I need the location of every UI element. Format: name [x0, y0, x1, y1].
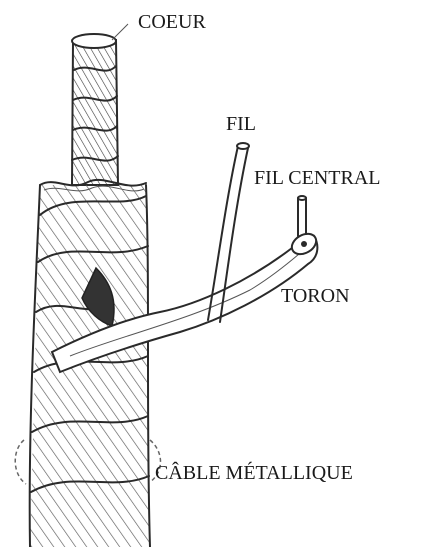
central-wire [298, 196, 306, 236]
wire-rope-body [15, 180, 160, 547]
core-fibre [72, 34, 118, 185]
label-core: COEUR [138, 11, 206, 33]
label-wire: FIL [226, 113, 256, 135]
leader-lines [112, 24, 128, 40]
label-strand: TORON [281, 285, 350, 307]
label-central-wire: FIL CENTRAL [254, 167, 380, 189]
label-wire-rope: CÂBLE MÉTALLIQUE [155, 461, 353, 484]
